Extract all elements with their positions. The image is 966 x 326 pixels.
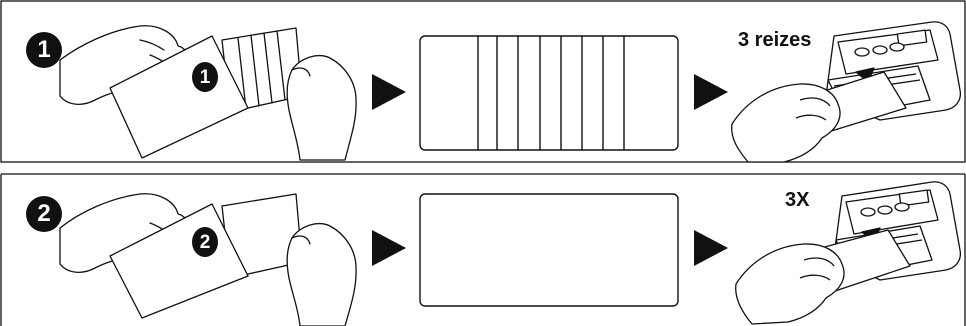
step-2-count-label: 3X <box>785 189 810 211</box>
step-1-detector-device-icon <box>731 21 962 163</box>
step-2-arrow-a-icon <box>372 230 406 266</box>
step-1-number-badge: 1 <box>26 32 62 68</box>
step-1-count-label: 3 reizes <box>738 29 812 51</box>
step-1-arrow-b-icon <box>694 74 728 110</box>
step-2-card-number-badge: 2 <box>192 227 218 257</box>
step-2-number-badge: 2 <box>26 196 62 232</box>
step-2-hands-card-icon <box>59 193 357 326</box>
step-2-arrow-b-icon <box>694 230 728 266</box>
step-2-plain-card-icon <box>419 193 679 307</box>
step-1-card-number-badge: 1 <box>192 62 218 92</box>
step-1-hands-card-icon <box>59 25 357 161</box>
step-1-striped-card-icon <box>419 35 679 151</box>
step-1-panel <box>0 0 966 163</box>
step-2-detector-device-icon <box>735 181 962 325</box>
step-1-arrow-a-icon <box>372 74 406 110</box>
